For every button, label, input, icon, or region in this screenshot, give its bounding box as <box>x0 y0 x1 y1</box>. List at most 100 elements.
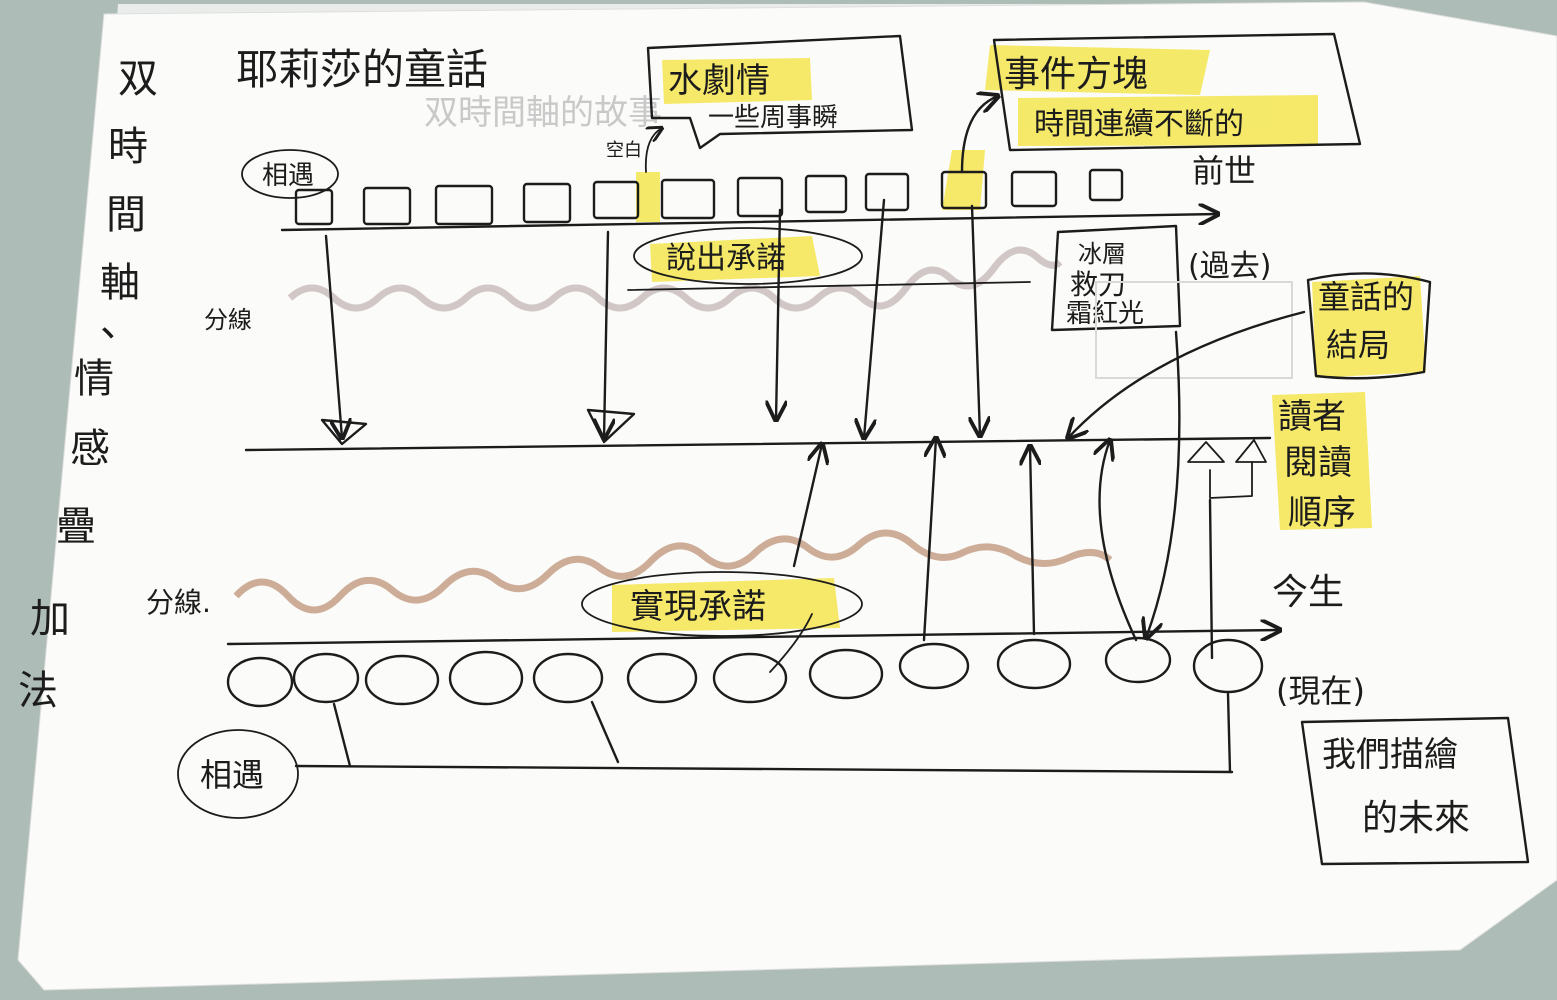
side-title-char-2: 間 <box>106 192 146 238</box>
box-ours-line2: 的未來 <box>1362 798 1470 839</box>
highlight-event-arrow <box>942 150 985 210</box>
box-ending: 童話的 結局 <box>1306 272 1432 380</box>
box-ours-line1: 我們描繪 <box>1322 735 1458 775</box>
reading-order-triangle-1 <box>1187 441 1225 463</box>
down-arrow-ice <box>1146 330 1181 638</box>
box-ice-outline <box>1050 224 1182 332</box>
label-meet-bottom: 相遇 <box>200 756 264 794</box>
box-ice-line2: 救刀 <box>1070 268 1126 301</box>
box-ice-line1: 冰層 <box>1078 240 1126 268</box>
highlight-fulfill <box>612 578 840 632</box>
timeline-bottom <box>226 630 1280 646</box>
highlight-event-title <box>985 45 1210 95</box>
arrowhead-triangle-1 <box>320 418 368 446</box>
event-circle-3 <box>364 654 440 706</box>
event-square-12 <box>1088 168 1124 202</box>
box-event: 事件方塊 時間連續不斷的 <box>992 32 1362 152</box>
event-square-7 <box>736 176 784 218</box>
side-title-char-1: 時 <box>108 124 148 170</box>
reading-order-bracket <box>1209 461 1253 499</box>
event-square-11 <box>1010 170 1058 208</box>
box-drama-outline <box>646 34 914 150</box>
side-title-char-9: 法 <box>18 668 58 714</box>
down-arrows <box>324 198 1306 638</box>
event-circle-1 <box>226 656 294 708</box>
event-circle-4 <box>448 650 524 706</box>
circles-row <box>226 636 1264 708</box>
side-title-char-3: 軸 <box>100 260 140 306</box>
bottom-connector-2 <box>590 700 620 764</box>
side-title-char-7: 疊 <box>56 504 96 550</box>
highlight-drama <box>662 58 812 104</box>
event-circle-8 <box>808 648 884 700</box>
highlight-reading-order <box>1272 392 1372 530</box>
down-arrow-1 <box>324 234 342 438</box>
label-blank: 空白 <box>606 140 642 161</box>
ghost-box <box>1095 281 1293 379</box>
box-ending-outline <box>1306 272 1432 380</box>
divider-squiggle-top <box>287 246 1063 312</box>
bottom-connector-4 <box>1208 498 1214 660</box>
blank-pointer <box>644 128 662 173</box>
diagram-title: 耶莉莎的童話 <box>236 45 488 94</box>
fulfill-pointer <box>769 613 813 673</box>
side-title: 双 時 間 軸 、 情 感 疊 加 法 <box>18 56 158 714</box>
event-square-9 <box>864 172 910 212</box>
label-now: (現在) <box>1276 672 1365 710</box>
box-event-line2: 時間連續不斷的 <box>1034 107 1244 142</box>
label-divider-top: 分線 <box>204 306 252 334</box>
down-arrow-5 <box>972 204 980 436</box>
event-circle-5 <box>532 652 604 704</box>
label-fulfill: 實現承諾 <box>630 587 766 627</box>
up-arrows <box>792 438 1138 642</box>
event-square-8 <box>804 174 848 214</box>
box-ice: 冰層 救刀 霜紅光 <box>1050 224 1182 332</box>
meet-bottom-line <box>294 764 1234 774</box>
highlight-group <box>612 45 1426 632</box>
meet-bottom-ellipse <box>177 729 299 819</box>
box-event-line1: 事件方塊 <box>1004 54 1148 95</box>
side-title-char-6: 感 <box>70 426 110 472</box>
promise-underline <box>627 281 1031 291</box>
arrowhead-triangle-2 <box>586 408 636 444</box>
box-event-outline <box>992 32 1362 152</box>
highlight-blank-arrow <box>636 172 660 222</box>
box-drama-line1: 水劇情 <box>668 61 770 101</box>
event-square-1 <box>294 188 334 226</box>
highlight-event-line2 <box>1018 95 1318 146</box>
reading-order-line-3: 順序 <box>1288 493 1356 533</box>
side-title-char-8: 加 <box>30 596 70 642</box>
up-arrow-2 <box>922 438 936 642</box>
event-circle-7 <box>712 652 788 704</box>
ghost-text: 双時間軸的故事 <box>424 93 662 133</box>
side-title-char-4: 、 <box>100 300 140 346</box>
box-ending-line1: 童話的 <box>1318 278 1414 316</box>
down-arrow-4 <box>864 198 886 438</box>
highlight-promise <box>650 236 820 282</box>
event-square-3 <box>434 184 494 226</box>
box-drama-line2: 一些周事瞬 <box>708 103 838 133</box>
side-title-char-5: 情 <box>74 356 114 402</box>
label-this-life: 今生 <box>1272 572 1344 613</box>
reading-order-line-2: 閱讀 <box>1284 443 1352 483</box>
divider-squiggle-bottom <box>233 529 1113 614</box>
box-ending-line2: 結局 <box>1326 326 1390 364</box>
label-past-time: (過去) <box>1188 249 1271 284</box>
event-square-10 <box>940 170 988 210</box>
event-square-2 <box>362 186 412 226</box>
fulfill-ellipse <box>581 571 863 637</box>
reading-order-line-1: 讀者 <box>1278 397 1346 437</box>
event-circle-9 <box>898 642 970 690</box>
squares-row <box>294 168 1124 226</box>
box-ours: 我們描繪 的未來 <box>1300 716 1530 866</box>
bottom-connector-1 <box>332 702 352 768</box>
label-meet-top: 相遇 <box>262 161 314 191</box>
down-arrow-2 <box>604 230 608 438</box>
reading-order: 讀者 閱讀 順序 <box>1278 397 1356 533</box>
label-promise: 說出承諾 <box>666 241 786 276</box>
meet-top-ellipse <box>241 149 339 199</box>
event-circle-6 <box>626 652 698 704</box>
event-circle-12 <box>1192 638 1264 694</box>
box-ours-outline <box>1300 716 1530 866</box>
